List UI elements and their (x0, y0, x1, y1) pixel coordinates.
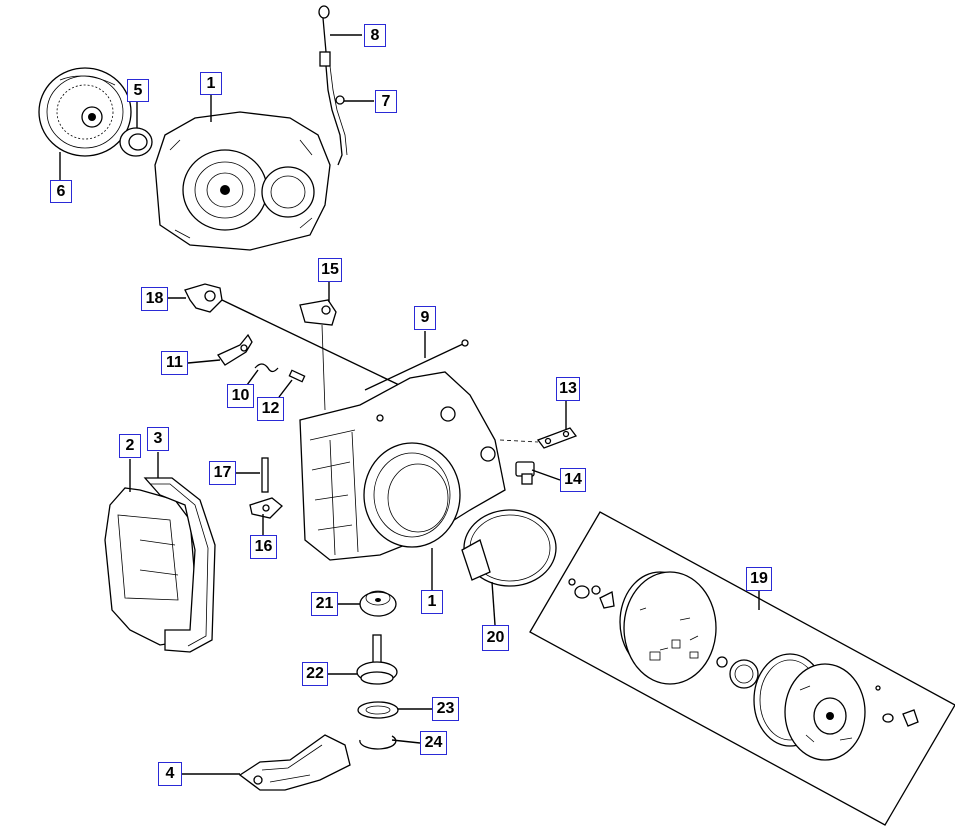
callout-2[interactable]: 2 (119, 434, 141, 458)
dipstick-drawing (318, 5, 331, 67)
callout-3[interactable]: 3 (147, 427, 169, 451)
snap-ring-drawing (359, 735, 397, 750)
callout-11[interactable]: 11 (161, 351, 188, 375)
seal-ring-drawing (357, 701, 399, 719)
callout-15[interactable]: 15 (318, 258, 342, 282)
callout-5[interactable]: 5 (127, 79, 149, 102)
callout-13[interactable]: 13 (556, 377, 580, 401)
callout-17[interactable]: 17 (209, 461, 236, 485)
leader-lines (59, 34, 760, 775)
callout-1-lower[interactable]: 1 (421, 590, 443, 614)
callout-18[interactable]: 18 (141, 287, 168, 311)
callout-12[interactable]: 12 (257, 397, 284, 421)
detent-spring-drawing (261, 457, 269, 493)
transaxle-case-lower-drawing (299, 371, 506, 561)
sensor-drawing (515, 461, 535, 485)
callout-4[interactable]: 4 (158, 762, 182, 786)
bracket-drawing (499, 427, 578, 449)
callout-6[interactable]: 6 (50, 180, 72, 203)
callout-23[interactable]: 23 (432, 697, 459, 721)
pump-assembly-drawing (529, 511, 955, 826)
callout-16[interactable]: 16 (250, 535, 277, 559)
servo-piston-drawing (356, 634, 398, 685)
clip-drawing (254, 363, 279, 373)
dipstick-tube-drawing (325, 65, 348, 166)
lever-drawing (217, 333, 253, 366)
callout-22[interactable]: 22 (302, 662, 328, 686)
callout-1-upper[interactable]: 1 (200, 72, 222, 95)
oil-filter-drawing (238, 734, 351, 791)
callout-7[interactable]: 7 (375, 90, 397, 113)
seal-drawing (119, 127, 153, 157)
callout-8[interactable]: 8 (364, 24, 386, 47)
torque-converter-drawing (38, 67, 132, 157)
transaxle-case-upper-drawing (154, 111, 331, 251)
pin-drawing (288, 369, 306, 383)
oil-pan-drawing (104, 487, 196, 646)
detent-lever-drawing (249, 497, 283, 519)
oil-pan-gasket-drawing (143, 477, 216, 653)
callout-24[interactable]: 24 (420, 731, 447, 755)
switch-drawing (299, 299, 337, 411)
callout-9[interactable]: 9 (414, 306, 436, 330)
callout-10[interactable]: 10 (227, 384, 254, 408)
callout-14[interactable]: 14 (560, 468, 586, 492)
callout-20[interactable]: 20 (482, 625, 509, 651)
callout-21[interactable]: 21 (311, 592, 338, 616)
band-drawing (461, 509, 557, 587)
piston-drawing (359, 590, 397, 617)
callout-19[interactable]: 19 (746, 567, 772, 591)
shaft-drawing (364, 339, 469, 391)
